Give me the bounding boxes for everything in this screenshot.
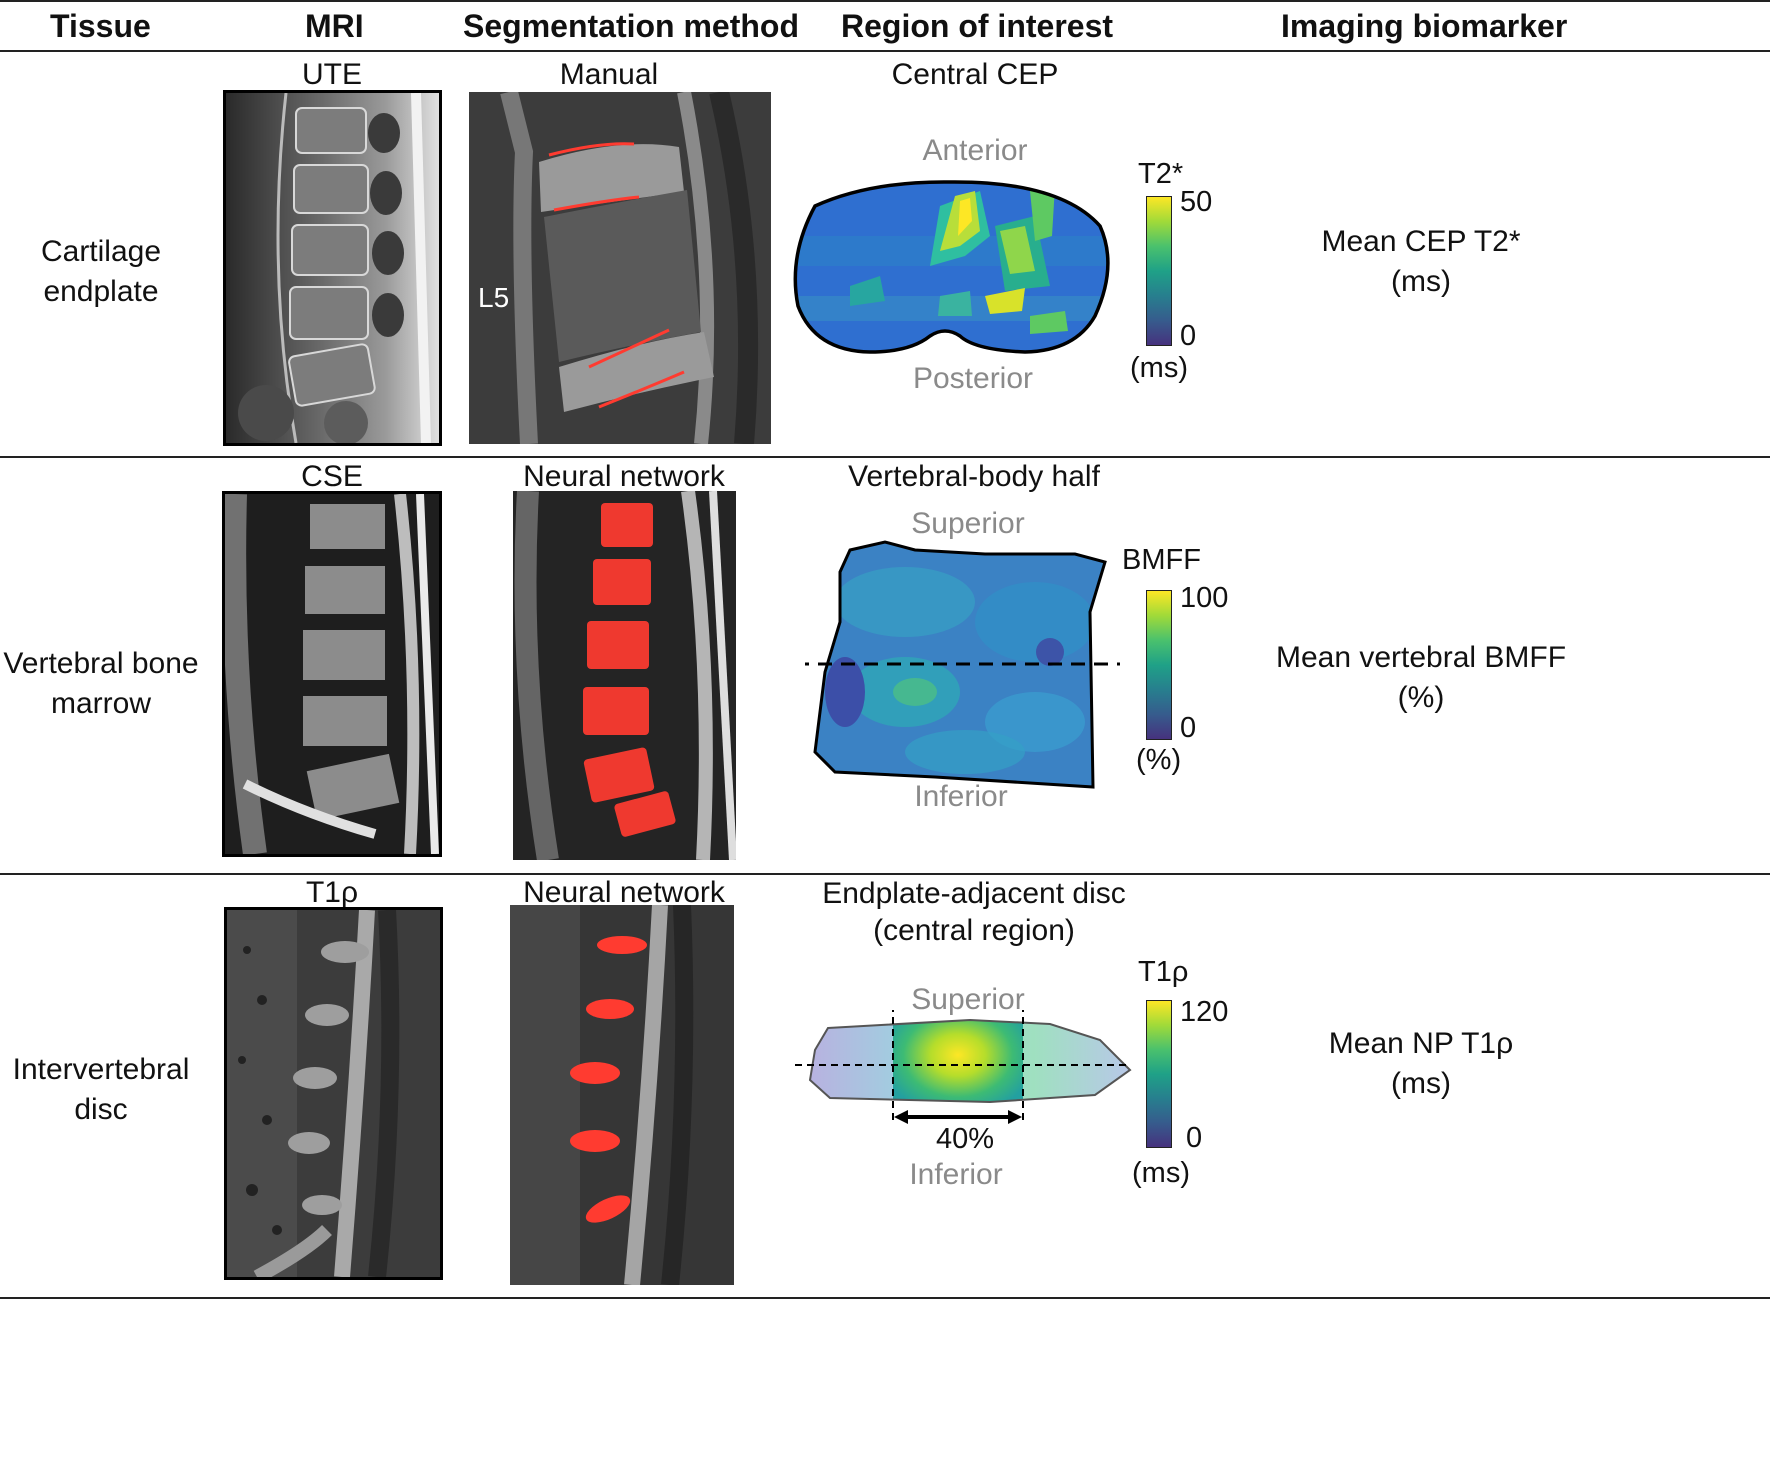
colorbar-title: T1ρ — [1138, 956, 1189, 988]
biomarker-unit: (ms) — [1391, 1067, 1451, 1100]
colorbar-t2star — [1146, 196, 1172, 346]
roi-orientation-bottom: Inferior — [909, 1158, 1003, 1191]
colorbar-t1rho — [1146, 1000, 1172, 1148]
biomarker-cell: Mean vertebral BMFF (%) — [1276, 638, 1566, 718]
roi-title: (central region) — [873, 914, 1075, 947]
cep-segmentation-trace — [548, 142, 635, 157]
roi-map-vertebral-body — [805, 532, 1125, 794]
mri-sequence-label: T1ρ — [305, 876, 359, 909]
tissue-label: disc — [74, 1093, 128, 1126]
biomarker-label: Mean vertebral BMFF — [1275, 641, 1567, 674]
tissue-label: Cartilage — [40, 235, 162, 268]
colorbar-min: 0 — [1180, 712, 1197, 744]
colorbar-min: 0 — [1186, 1122, 1203, 1154]
tissue-cell: Cartilage endplate — [41, 232, 161, 312]
roi-orientation-bottom: Inferior — [914, 780, 1008, 813]
biomarker-label: Mean NP T1ρ — [1328, 1027, 1514, 1060]
bottom-rule — [0, 1297, 1770, 1299]
tissue-label: Vertebral bone — [3, 647, 199, 680]
vertebra-segmentation-mask — [583, 503, 676, 837]
tissue-label: marrow — [50, 687, 151, 720]
tissue-cell: Intervertebral disc — [13, 1050, 190, 1130]
segmentation-image-disc — [510, 905, 734, 1285]
biomarker-label: Mean CEP T2* — [1321, 225, 1521, 258]
cep-segmentation-trace — [553, 195, 640, 212]
tissue-cell: Vertebral bone marrow — [3, 644, 198, 724]
colorbar-max: 120 — [1180, 996, 1229, 1028]
roi-orientation-top: Superior — [911, 507, 1025, 540]
colorbar-bmff — [1146, 590, 1172, 740]
biomarker-unit: (ms) — [1391, 265, 1451, 298]
colorbar-unit: (ms) — [1130, 352, 1188, 384]
mri-image-ute — [223, 90, 442, 446]
row-divider-2 — [0, 873, 1770, 875]
cep-segmentation-trace — [598, 370, 685, 409]
segmentation-image-manual — [469, 92, 771, 444]
disc-segmentation-mask — [570, 936, 647, 1223]
colorbar-max: 50 — [1180, 186, 1213, 218]
header-tissue: Tissue — [50, 8, 151, 44]
mri-image-t1rho — [224, 907, 443, 1280]
header-segmentation: Segmentation method — [463, 8, 800, 44]
biomarker-cell: Mean NP T1ρ (ms) — [1329, 1024, 1513, 1104]
roi-map-disc — [790, 1010, 1135, 1130]
mri-sequence-label: UTE — [302, 58, 362, 91]
header-roi: Region of interest — [841, 8, 1114, 44]
mri-sequence-label: CSE — [301, 460, 363, 493]
header-mri: MRI — [305, 8, 364, 44]
roi-title: Vertebral-body half — [848, 460, 1100, 493]
colorbar-title: BMFF — [1122, 544, 1201, 576]
header-biomarker: Imaging biomarker — [1281, 8, 1568, 44]
row-divider-1 — [0, 456, 1770, 458]
biomarker-cell: Mean CEP T2* (ms) — [1322, 222, 1521, 302]
colorbar-max: 100 — [1180, 582, 1229, 614]
top-rule — [0, 0, 1770, 2]
tissue-label: endplate — [43, 275, 159, 308]
colorbar-title: T2* — [1138, 158, 1184, 190]
roi-width-label: 40% — [936, 1123, 995, 1155]
tissue-label: Intervertebral — [12, 1053, 190, 1086]
roi-orientation-bottom: Posterior — [912, 362, 1034, 395]
colorbar-unit: (ms) — [1132, 1157, 1190, 1189]
roi-title: Central CEP — [891, 58, 1059, 91]
mri-image-cse — [222, 491, 442, 857]
cep-segmentation-trace — [588, 328, 670, 369]
segmentation-label: Neural network — [523, 876, 725, 909]
biomarker-unit: (%) — [1397, 681, 1445, 714]
roi-map-central-cep — [790, 176, 1115, 361]
segmentation-label: Neural network — [523, 460, 725, 493]
roi-orientation-top: Superior — [911, 983, 1025, 1016]
colorbar-min: 0 — [1180, 320, 1197, 352]
roi-title: Endplate-adjacent disc — [822, 877, 1126, 910]
segmentation-image-bmff — [513, 491, 736, 860]
header-rule — [0, 50, 1770, 52]
colorbar-unit: (%) — [1136, 744, 1182, 776]
roi-orientation-top: Anterior — [922, 134, 1028, 167]
vertebra-annotation: L5 — [478, 282, 510, 313]
segmentation-label: Manual — [559, 58, 659, 91]
